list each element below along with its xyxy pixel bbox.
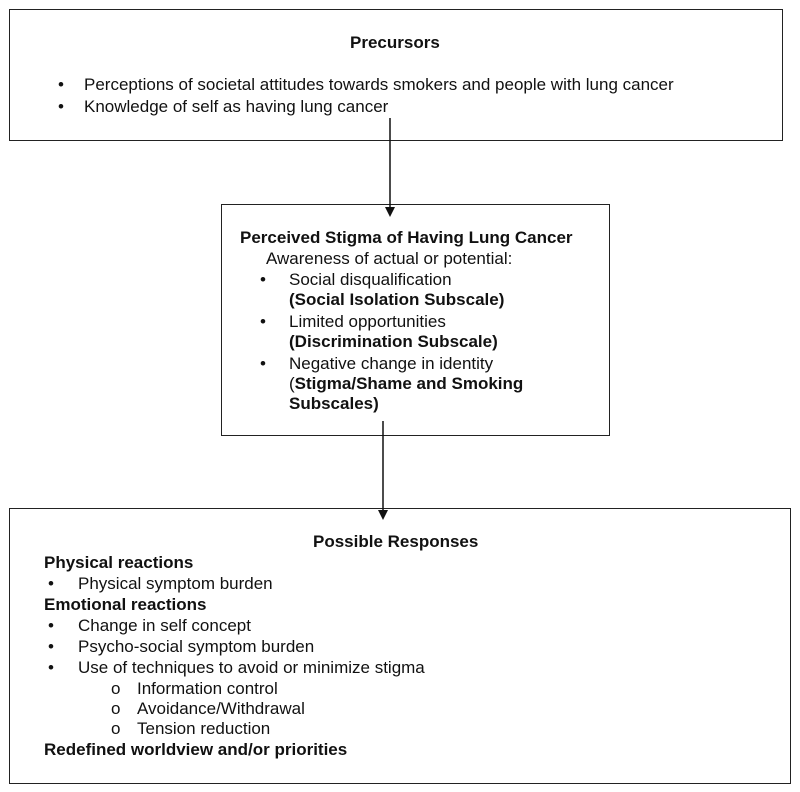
emotional-item-label: Psycho-social symptom burden <box>78 637 315 656</box>
physical-heading: Physical reactions <box>44 553 194 572</box>
stigma-subscale-line1: (Stigma/Shame and Smoking <box>289 374 523 394</box>
stigma-subscale: (Discrimination Subscale) <box>289 332 498 351</box>
responses-title: Possible Responses <box>313 532 479 551</box>
stigma-item-label: Limited opportunities <box>289 312 446 331</box>
stigma-intro: Awareness of actual or potential: <box>266 249 513 268</box>
bullet-icon: • <box>48 637 54 656</box>
stigma-title: Perceived Stigma of Having Lung Cancer <box>240 228 573 247</box>
subitem-label: Avoidance/Withdrawal <box>137 699 305 718</box>
arrowhead-icon <box>385 207 395 217</box>
stigma-subscale-line2: Subscales) <box>289 394 379 413</box>
open-paren: ( <box>289 374 295 393</box>
bullet-icon: • <box>58 97 64 116</box>
bullet-icon: • <box>58 75 64 94</box>
bullet-icon: • <box>260 312 266 331</box>
subitem-label: Information control <box>137 679 278 698</box>
emotional-heading: Emotional reactions <box>44 595 207 614</box>
bullet-icon: • <box>48 574 54 593</box>
redefined-worldview: Redefined worldview and/or priorities <box>44 740 348 759</box>
perceived-stigma-box: Perceived Stigma of Having Lung Cancer A… <box>221 204 610 436</box>
possible-responses-box: Possible Responses Physical reactions • … <box>9 508 791 784</box>
physical-item-label: Physical symptom burden <box>78 574 273 593</box>
stigma-subscale: (Social Isolation Subscale) <box>289 290 505 309</box>
stigma-subscale-text: Stigma/Shame and Smoking <box>294 374 524 393</box>
bullet-icon: • <box>260 354 266 373</box>
emotional-item-label: Use of techniques to avoid or minimize s… <box>78 658 425 677</box>
stigma-item-label: Negative change in identity <box>289 354 494 373</box>
precursor-item: Perceptions of societal attitudes toward… <box>84 75 674 94</box>
arrowhead-icon <box>378 510 388 520</box>
circle-bullet-icon: o <box>111 679 121 698</box>
emotional-item-label: Change in self concept <box>78 616 251 635</box>
precursors-box: Precursors • Perceptions of societal att… <box>9 9 783 141</box>
subitem-label: Tension reduction <box>137 719 271 738</box>
precursor-item: Knowledge of self as having lung cancer <box>84 97 389 116</box>
circle-bullet-icon: o <box>111 699 121 718</box>
stigma-item-label: Social disqualification <box>289 270 452 289</box>
bullet-icon: • <box>48 658 54 677</box>
circle-bullet-icon: o <box>111 719 121 738</box>
bullet-icon: • <box>260 270 266 289</box>
bullet-icon: • <box>48 616 54 635</box>
precursors-title: Precursors <box>350 33 440 52</box>
